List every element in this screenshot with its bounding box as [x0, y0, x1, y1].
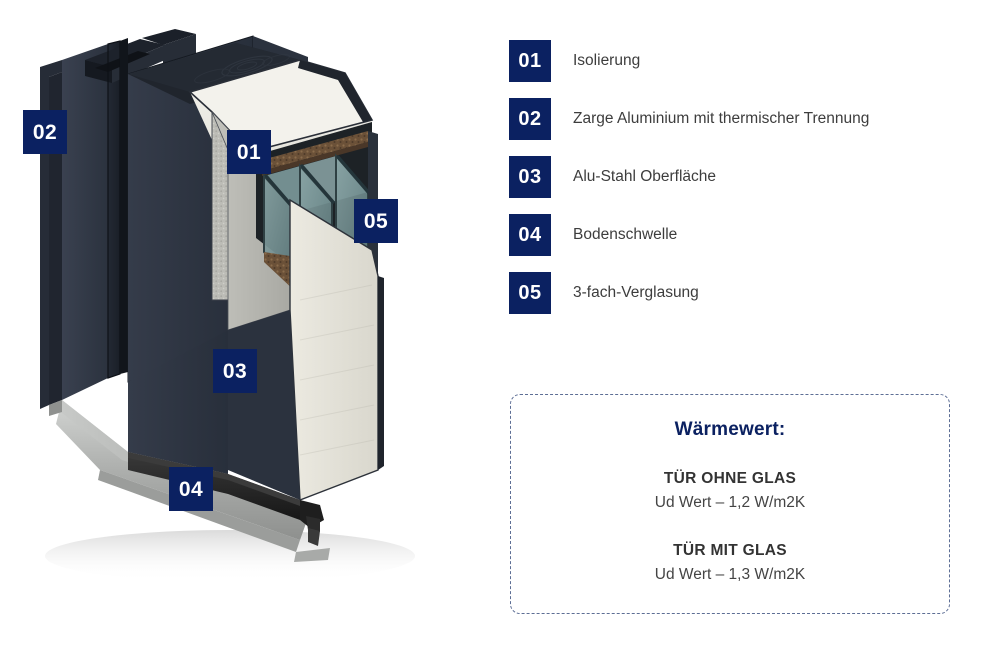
thermal-heading-without-glass: TÜR OHNE GLAS — [663, 470, 797, 487]
insulation-side-slab — [290, 200, 378, 500]
diagram-badge-01-number: 01 — [236, 140, 262, 164]
frame-jamb-edge — [108, 41, 120, 378]
wood-grain-rings — [194, 54, 290, 84]
legend-label-02: Zarge Aluminium mit thermischer Trennung — [573, 110, 870, 127]
frame-top-block-2 — [142, 29, 196, 45]
diagram-badge-01[interactable]: 01 — [227, 130, 271, 174]
frame-outer-flange-face — [49, 72, 62, 405]
frame-jamb-front — [62, 44, 108, 400]
legend-item-01[interactable]: 01 Isolierung — [509, 40, 969, 82]
legend-badge-02-number: 02 — [518, 108, 542, 130]
legend-item-03[interactable]: 03 Alu-Stahl Oberfläche — [509, 156, 969, 198]
threshold-seal-highlight — [128, 452, 300, 506]
diagram-badge-03[interactable]: 03 — [213, 349, 257, 393]
diagram-badge-04-number: 04 — [178, 477, 204, 501]
thermal-heading-with-glass: TÜR MIT GLAS — [673, 542, 787, 560]
ground-shadow — [45, 530, 415, 582]
diagram-badge-03-number: 03 — [222, 359, 248, 383]
glass-spacer-top-shadow — [262, 142, 368, 176]
leaf-gap-shadow — [120, 38, 128, 374]
legend-list: 01 Isolierung 02 Zarge Aluminium mit the… — [509, 40, 969, 330]
legend-badge-03-number: 03 — [518, 166, 542, 188]
top-chamfer-skin — [298, 60, 372, 122]
door-cutaway-figure: 02 01 05 03 04 — [0, 0, 490, 620]
thermal-value-with-glass: Ud Wert – 1,3 W/m2K — [654, 566, 806, 584]
door-cross-section-illustration — [40, 29, 415, 582]
legend-label-05: 3-fach-Verglasung — [573, 284, 699, 301]
insulation-texture — [299, 284, 375, 456]
diagram-badge-02-number: 02 — [32, 120, 58, 144]
thermal-group-without-glass: TÜR OHNE GLAS Ud Wert – 1,2 W/m2K — [511, 467, 949, 515]
door-top-core — [128, 43, 300, 92]
threshold-end-cap — [294, 548, 330, 562]
legend-badge-05-number: 05 — [518, 282, 542, 304]
threshold-seal-drip — [308, 528, 320, 546]
legend-item-05[interactable]: 05 3-fach-Verglasung — [509, 272, 969, 314]
legend-badge-03: 03 — [509, 156, 551, 198]
diagram-badge-05[interactable]: 05 — [354, 199, 398, 243]
diagram-badge-04[interactable]: 04 — [169, 467, 213, 511]
threshold-front-bevel — [98, 470, 300, 552]
legend-label-04: Bodenschwelle — [573, 226, 678, 243]
jamb-foot-metal — [49, 400, 62, 416]
diagram-badge-02[interactable]: 02 — [23, 110, 67, 154]
threshold-seal-lip — [306, 516, 320, 532]
thermal-value-without-glass: Ud Wert – 1,2 W/m2K — [654, 494, 806, 512]
threshold-sill-plate — [56, 400, 310, 540]
thermal-value-title: Wärmewert: — [674, 419, 786, 440]
legend-label-01: Isolierung — [573, 52, 641, 69]
legend-item-04[interactable]: 04 Bodenschwelle — [509, 214, 969, 256]
legend-label-03: Alu-Stahl Oberfläche — [573, 168, 717, 185]
insulation-top-face — [190, 60, 372, 152]
thermal-group-with-glass: TÜR MIT GLAS Ud Wert – 1,3 W/m2K — [511, 539, 949, 587]
diagram-badge-05-number: 05 — [363, 209, 389, 233]
door-lower-shadowed — [228, 310, 300, 500]
legend-badge-02: 02 — [509, 98, 551, 140]
legend-badge-05: 05 — [509, 272, 551, 314]
legend-badge-01: 01 — [509, 40, 551, 82]
door-face-lower — [128, 330, 228, 474]
legend-badge-04-number: 04 — [518, 224, 542, 246]
outer-skin-right — [378, 276, 384, 470]
thermal-value-box: Wärmewert: TÜR OHNE GLAS Ud Wert – 1,2 W… — [510, 394, 950, 614]
legend-badge-01-number: 01 — [518, 50, 542, 72]
legend-badge-04: 04 — [509, 214, 551, 256]
glass-spacer-top — [262, 131, 368, 171]
legend-item-02[interactable]: 02 Zarge Aluminium mit thermischer Trenn… — [509, 98, 969, 140]
